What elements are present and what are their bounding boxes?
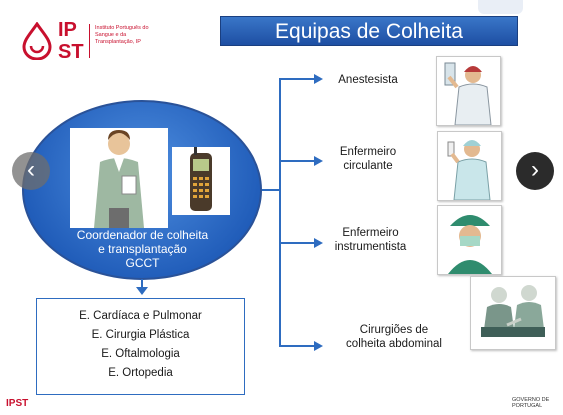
down-arrow-head bbox=[136, 287, 148, 295]
specialty-item: E. Cirurgia Plástica bbox=[91, 329, 190, 341]
team-label-line1: Anestesista bbox=[338, 74, 398, 86]
previous-slide-button[interactable]: ‹ bbox=[12, 152, 50, 190]
surgeons-icon bbox=[481, 285, 545, 337]
team-label-line1: Enfermeiro bbox=[342, 227, 399, 239]
circulating-nurse-icon bbox=[447, 140, 491, 201]
page-title: Equipas de Colheita bbox=[220, 16, 518, 46]
branch-arrow-head-4 bbox=[314, 341, 323, 351]
branch-connector-4 bbox=[279, 345, 315, 347]
title-decoration bbox=[478, 0, 523, 14]
specialty-item: E. Cardíaca e Pulmonar bbox=[79, 310, 202, 322]
next-slide-button[interactable]: › bbox=[516, 152, 554, 190]
branch-arrow-head-2 bbox=[314, 156, 323, 166]
team-label-line1: Cirurgiões de bbox=[359, 324, 429, 336]
coordinator-label: Coordenador de colheita e transplantação… bbox=[40, 228, 245, 270]
chevron-left-icon: ‹ bbox=[27, 156, 35, 183]
specialties-box: E. Cardíaca e Pulmonar E. Cirurgia Plást… bbox=[36, 298, 245, 395]
circulating-nurse-picture bbox=[437, 131, 502, 201]
chevron-right-icon: › bbox=[531, 156, 539, 183]
branch-arrow-head-1 bbox=[314, 74, 323, 84]
logo-divider bbox=[89, 24, 90, 58]
scrub-nurse-picture bbox=[437, 205, 502, 275]
team-label-line2: colheita abdominal bbox=[346, 338, 442, 350]
logo-institution-text: Instituto Português do Sangue e da Trans… bbox=[95, 25, 149, 45]
coordinator-picture bbox=[70, 128, 168, 228]
footer-ipst-logo: IPST bbox=[6, 398, 29, 409]
specialty-item: E. Ortopedia bbox=[108, 367, 173, 379]
team-surgeons-label: Cirurgiões de colheita abdominal bbox=[333, 323, 455, 351]
surgeons-picture bbox=[470, 276, 556, 350]
specialty-item: E. Oftalmologia bbox=[101, 348, 180, 360]
mobile-phone-icon bbox=[190, 147, 212, 211]
branch-connector-3 bbox=[279, 242, 315, 244]
logo-ip: IP bbox=[58, 19, 77, 41]
branch-connector-1 bbox=[279, 78, 315, 80]
anesthetist-icon bbox=[444, 62, 492, 126]
phone-picture bbox=[172, 147, 230, 215]
main-connector bbox=[262, 189, 280, 191]
blood-drop-logo-icon bbox=[22, 22, 52, 60]
coordinator-label-line2: e transplantação bbox=[98, 242, 187, 256]
team-circulating-nurse-label: Enfermeiro circulante bbox=[318, 145, 418, 173]
down-connector bbox=[141, 279, 143, 289]
logo-st: ST bbox=[58, 41, 84, 63]
coordinator-label-line1: Coordenador de colheita bbox=[76, 228, 209, 242]
team-label-line2: circulante bbox=[343, 160, 393, 172]
coordinator-label-line3: GCCT bbox=[125, 256, 160, 270]
anesthetist-picture bbox=[436, 56, 501, 126]
team-label-line2: instrumentista bbox=[334, 241, 407, 253]
branch-arrow-head-3 bbox=[314, 238, 323, 248]
team-scrub-nurse-label: Enfermeiro instrumentista bbox=[318, 226, 423, 254]
coordinator-woman-icon bbox=[94, 130, 144, 228]
team-anesthetist-label: Anestesista bbox=[318, 73, 418, 87]
branch-connector-2 bbox=[279, 160, 315, 162]
vertical-connector bbox=[279, 78, 281, 346]
footer-government-logo: GOVERNO DE PORTUGAL bbox=[512, 397, 550, 409]
team-label-line1: Enfermeiro bbox=[339, 146, 397, 158]
scrub-nurse-icon bbox=[448, 215, 492, 274]
